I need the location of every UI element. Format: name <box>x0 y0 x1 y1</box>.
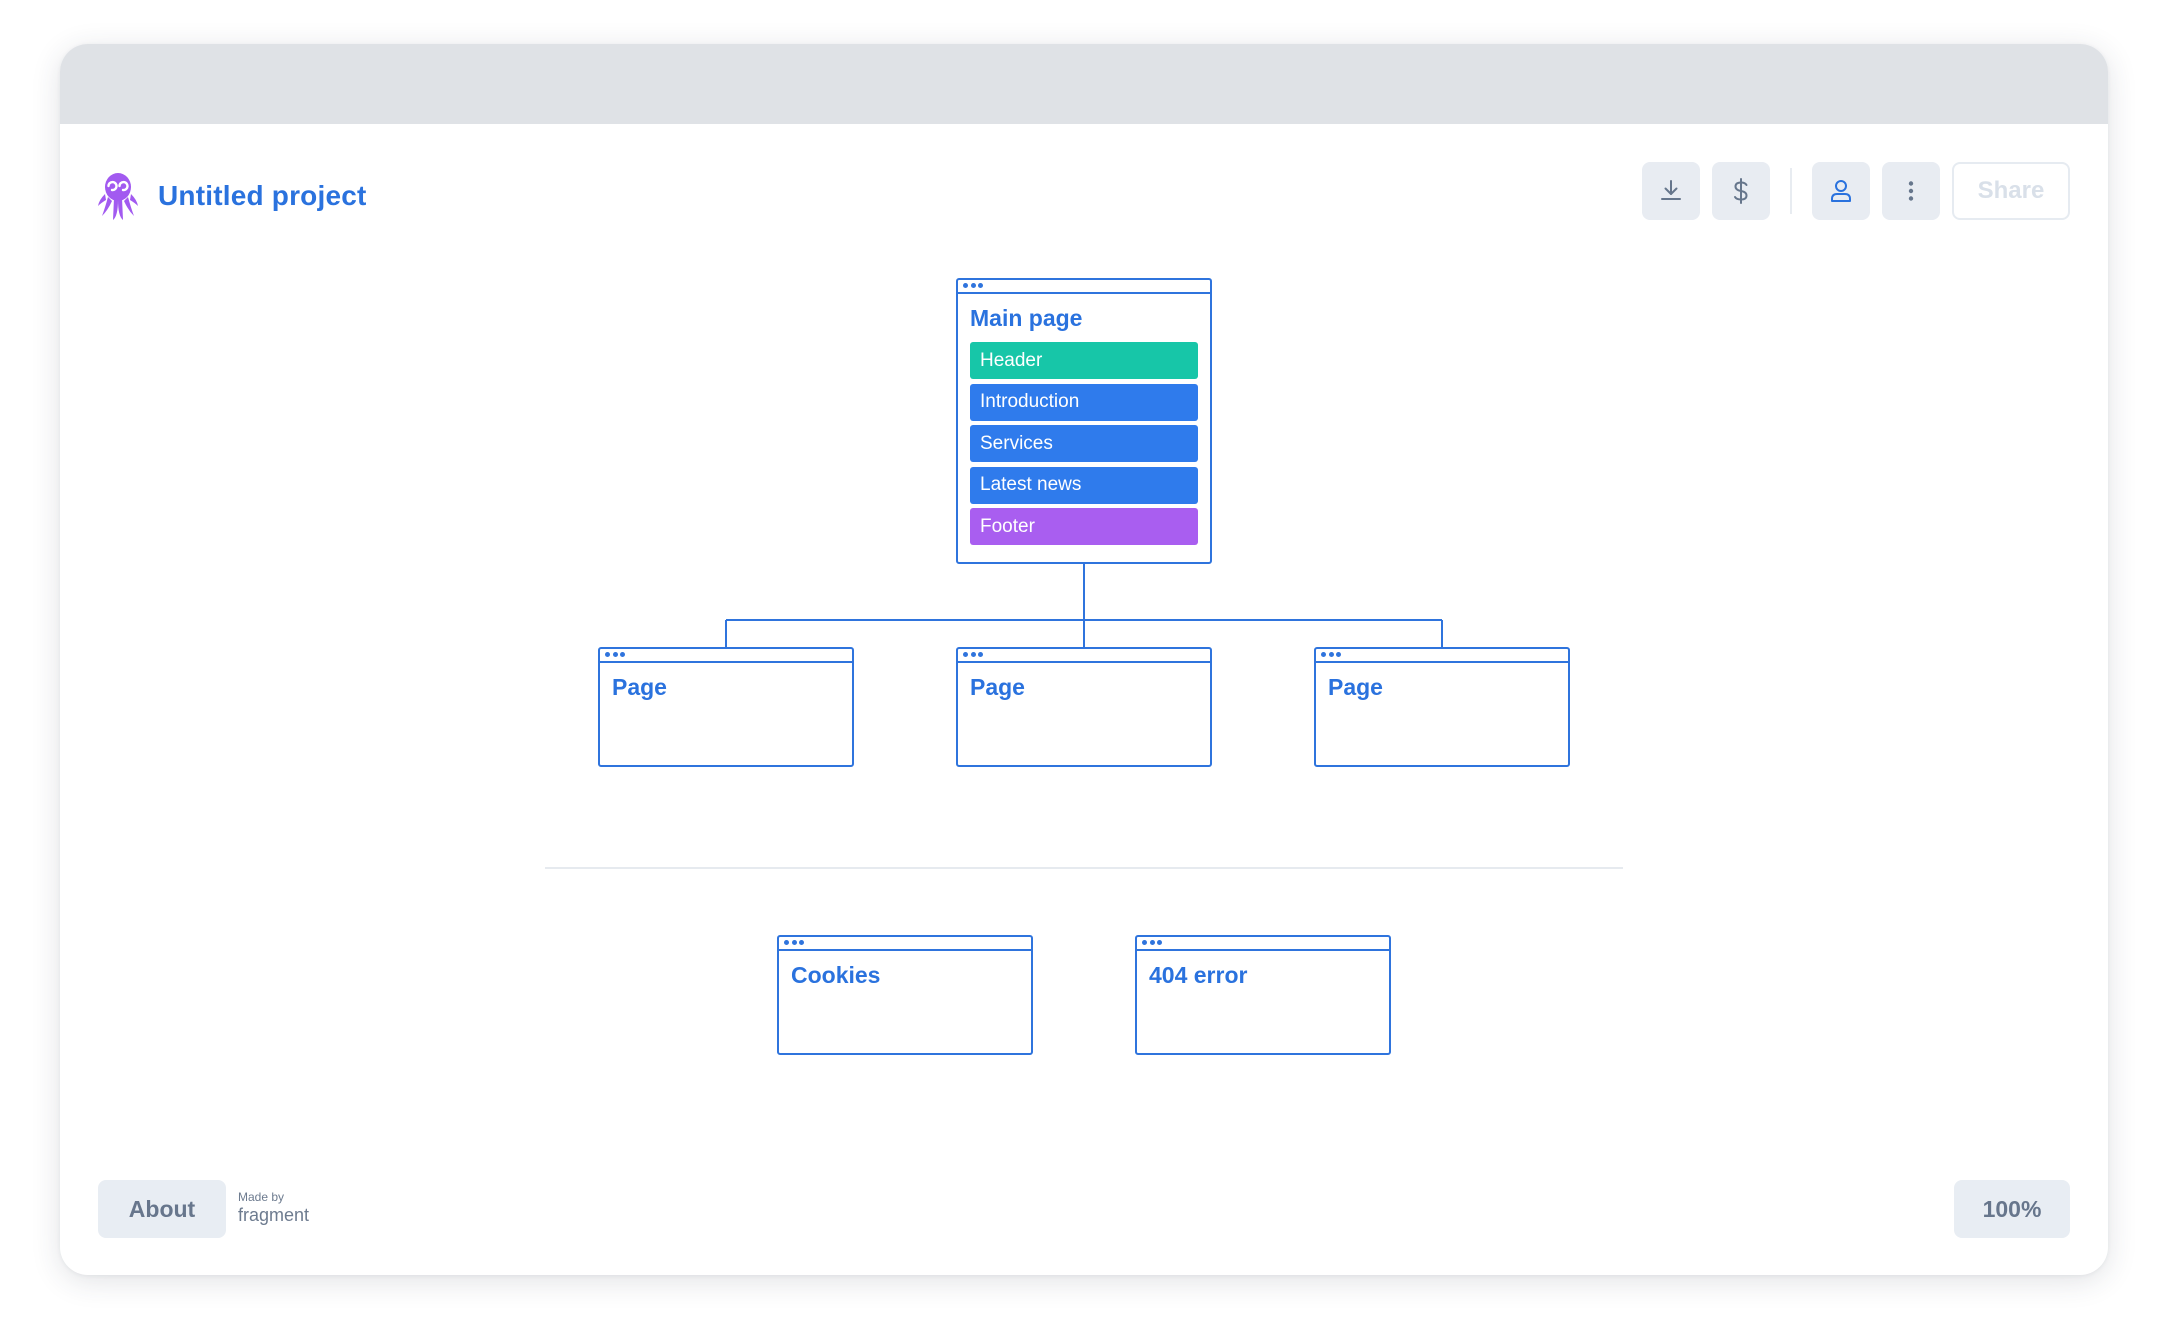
window-dots-icon <box>963 652 986 657</box>
made-by-fragment-link[interactable]: Made by fragment <box>238 1190 309 1226</box>
account-button[interactable] <box>1812 162 1870 220</box>
window-dots-icon <box>1321 652 1344 657</box>
sitemap-canvas[interactable]: Main page Header Introduction Services L… <box>60 44 2108 1275</box>
card-window-bar <box>958 280 1210 294</box>
window-titlebar <box>60 44 2108 124</box>
project-title[interactable]: Untitled project <box>158 180 367 211</box>
page-title: Page <box>612 674 667 700</box>
section-latest-news[interactable]: Latest news <box>970 466 1198 504</box>
project-header: Untitled project <box>96 166 367 226</box>
section-list: Header Introduction Services Latest news… <box>958 332 1210 562</box>
section-header[interactable]: Header <box>970 342 1198 379</box>
download-icon <box>1661 180 1681 200</box>
card-window-bar <box>600 649 852 663</box>
card-window-bar <box>779 937 1031 951</box>
section-footer[interactable]: Footer <box>970 508 1198 545</box>
page-title: Cookies <box>791 962 881 988</box>
main-page-card[interactable]: Main page Header Introduction Services L… <box>956 278 1212 564</box>
sitemap-connectors <box>725 562 1443 647</box>
toolbar: Share <box>1630 162 2070 220</box>
page-title: 404 error <box>1149 962 1248 988</box>
app-window: Untitled project Share <box>60 44 2108 1275</box>
download-button[interactable] <box>1642 162 1700 220</box>
toolbar-separator <box>1790 168 1792 214</box>
window-dots-icon <box>1142 940 1165 945</box>
main-page-title: Main page <box>970 305 1083 331</box>
error-page-card[interactable]: 404 error <box>1135 935 1391 1055</box>
card-window-bar <box>958 649 1210 663</box>
window-dots-icon <box>605 652 628 657</box>
section-introduction[interactable]: Introduction <box>970 383 1198 421</box>
child-page-card[interactable]: Page <box>956 647 1212 767</box>
more-options-button[interactable] <box>1882 162 1940 220</box>
zoom-level-button[interactable]: 100% <box>1954 1180 2070 1238</box>
more-vertical-icon <box>1908 181 1914 201</box>
cookies-page-card[interactable]: Cookies <box>777 935 1033 1055</box>
octopus-logo-icon <box>98 173 138 220</box>
dollar-icon <box>1734 178 1748 204</box>
child-page-card[interactable]: Page <box>1314 647 1570 767</box>
about-button[interactable]: About <box>98 1180 226 1238</box>
pricing-button[interactable] <box>1712 162 1770 220</box>
made-by-label: Made by <box>238 1190 285 1204</box>
section-divider <box>545 867 1623 869</box>
window-dots-icon <box>963 283 986 288</box>
share-button[interactable]: Share <box>1952 162 2070 220</box>
fragment-brand: fragment <box>238 1205 310 1225</box>
window-dots-icon <box>784 940 807 945</box>
page-title: Page <box>970 674 1025 700</box>
page-title: Page <box>1328 674 1383 700</box>
card-window-bar <box>1316 649 1568 663</box>
card-window-bar <box>1137 937 1389 951</box>
user-icon <box>1831 180 1851 202</box>
child-page-card[interactable]: Page <box>598 647 854 767</box>
section-services[interactable]: Services <box>970 425 1198 462</box>
